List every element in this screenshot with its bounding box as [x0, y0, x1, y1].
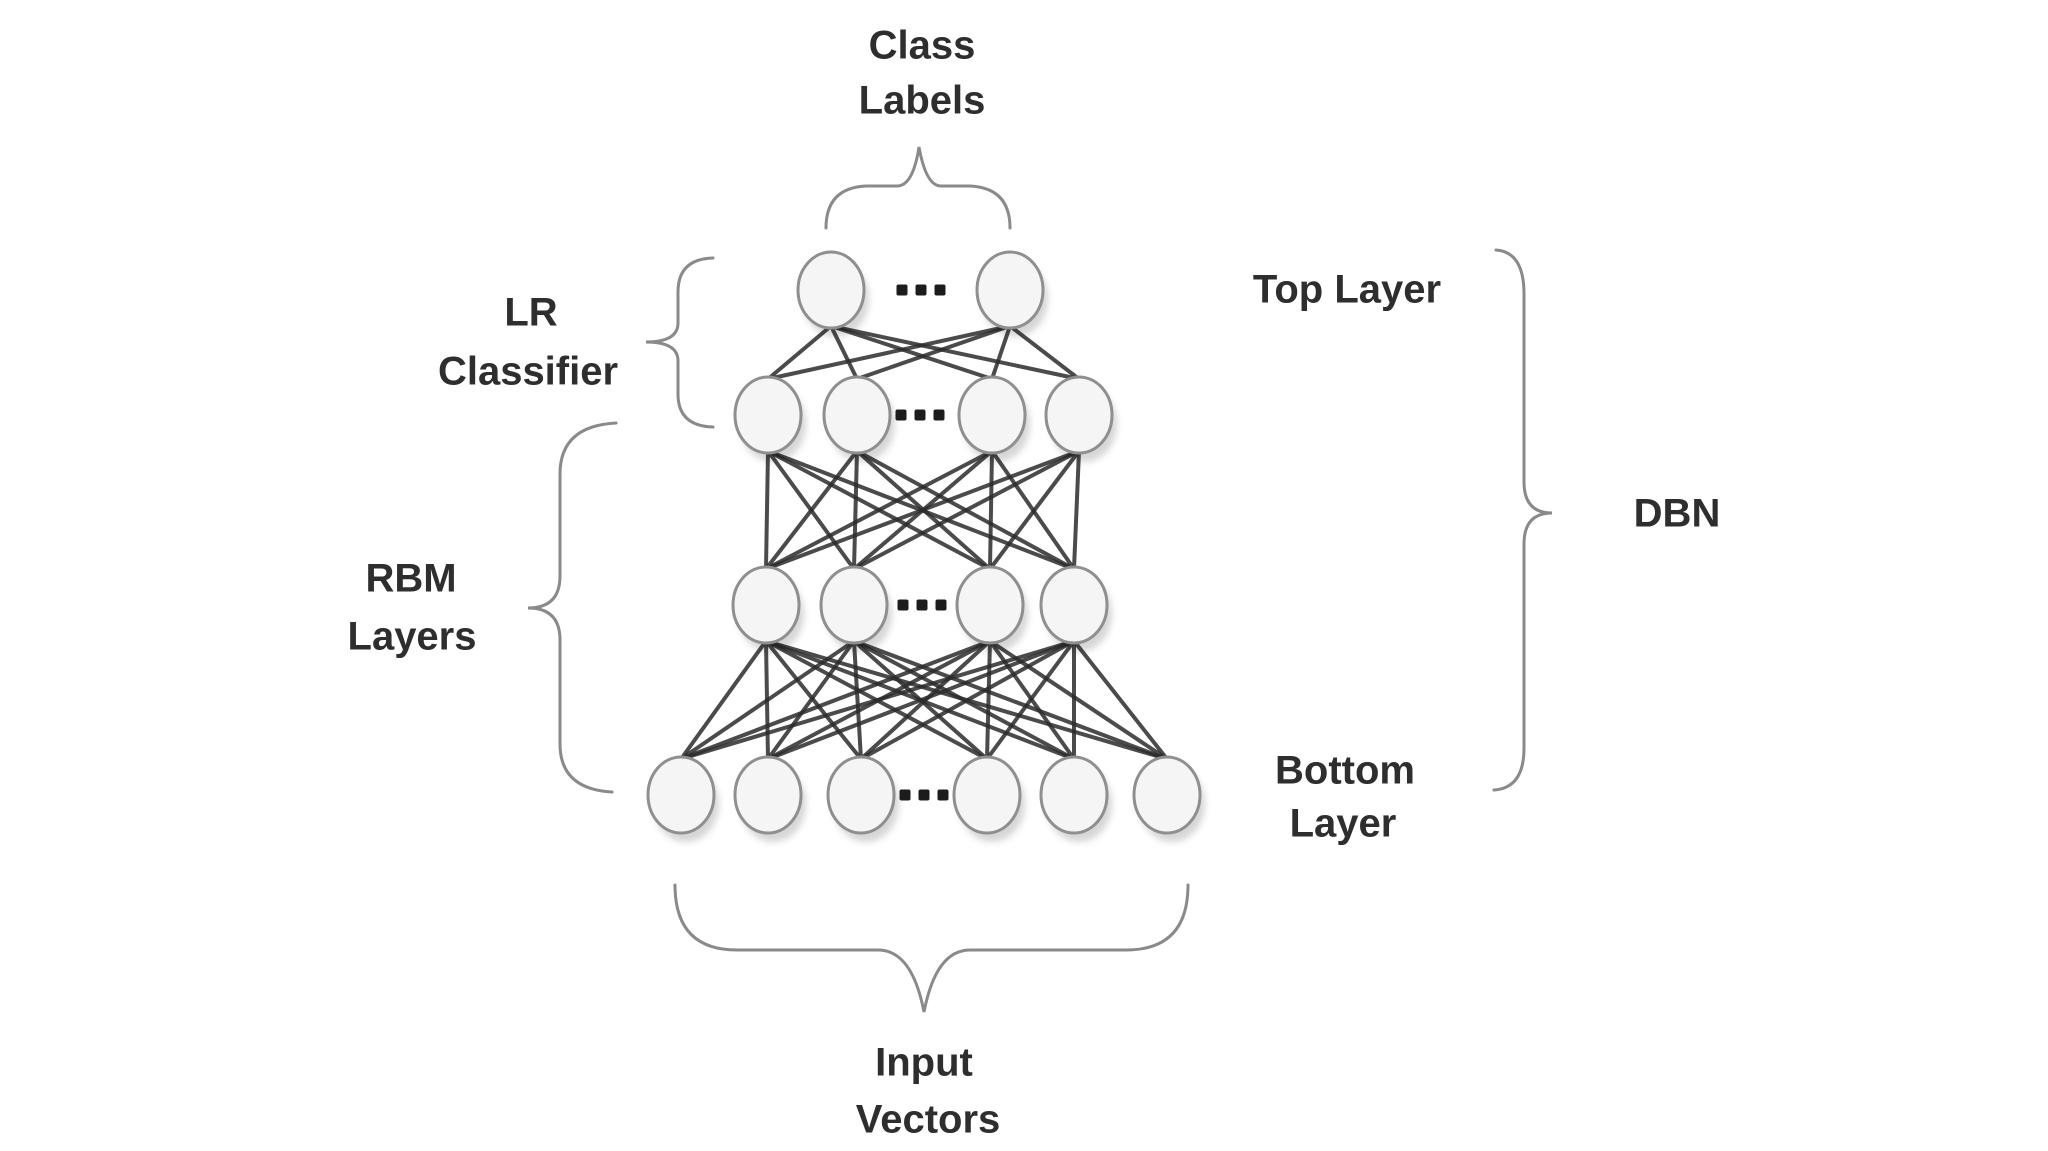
network-node-hidden-layer-upper: [1044, 375, 1114, 455]
edge-top-layer-to-hidden-layer-upper: [829, 324, 1081, 381]
label-dbn: DBN: [1633, 491, 1721, 536]
network-node-bottom-layer: [1132, 755, 1202, 835]
label-rbm: RBM: [365, 556, 457, 601]
label-labels: Labels: [858, 78, 986, 123]
edge-hidden-layer-lower-to-bottom-layer: [679, 639, 768, 761]
rbm-layers-brace: [527, 421, 618, 794]
edge-top-layer-to-hidden-layer-upper: [829, 324, 994, 381]
network-node-hidden-layer-lower: [1039, 565, 1109, 645]
network-edges: [679, 324, 1169, 761]
ellipsis-dot-hidden-layer-upper: [933, 409, 945, 421]
ellipsis-dot-bottom-layer: [899, 789, 911, 801]
edge-top-layer-to-hidden-layer-upper: [766, 324, 1012, 381]
edge-hidden-layer-upper-to-hidden-layer-lower: [764, 449, 1081, 571]
edge-hidden-layer-lower-to-bottom-layer: [679, 639, 1076, 761]
label-classifier: Classifier: [437, 349, 619, 394]
network-node-top-layer: [975, 250, 1045, 330]
dbn-brace: [1492, 248, 1553, 792]
label-lr: LR: [504, 290, 558, 335]
edge-hidden-layer-upper-to-hidden-layer-lower: [852, 449, 859, 571]
edge-hidden-layer-lower-to-bottom-layer: [766, 639, 856, 761]
label-bottom: Bottom: [1275, 748, 1415, 793]
edge-hidden-layer-lower-to-bottom-layer: [985, 639, 1076, 761]
network-node-bottom-layer: [733, 755, 803, 835]
ellipsis-dot-hidden-layer-upper: [914, 409, 926, 421]
ellipsis-dot-hidden-layer-lower: [935, 599, 947, 611]
ellipsis-dots: [895, 284, 949, 801]
edge-hidden-layer-lower-to-bottom-layer: [852, 639, 1169, 761]
label-top-layer: Top Layer: [1252, 267, 1442, 312]
ellipsis-dot-hidden-layer-lower: [916, 599, 928, 611]
network-node-bottom-layer: [952, 755, 1022, 835]
network-node-hidden-layer-upper: [822, 375, 892, 455]
edge-hidden-layer-lower-to-bottom-layer: [1072, 639, 1169, 761]
edge-hidden-layer-upper-to-hidden-layer-lower: [764, 449, 770, 571]
label-input: Input: [875, 1040, 973, 1085]
label-class: Class: [868, 23, 976, 68]
edge-hidden-layer-lower-to-bottom-layer: [764, 639, 863, 761]
edge-top-layer-to-hidden-layer-upper: [855, 324, 1012, 381]
ellipsis-dot-bottom-layer: [918, 789, 930, 801]
ellipsis-dot-hidden-layer-upper: [895, 409, 907, 421]
network-node-bottom-layer: [826, 755, 896, 835]
edge-hidden-layer-lower-to-bottom-layer: [679, 639, 992, 761]
ellipsis-dot-top-layer: [934, 284, 946, 296]
network-node-top-layer: [796, 250, 866, 330]
edge-hidden-layer-upper-to-hidden-layer-lower: [852, 449, 1081, 571]
label-vectors: Vectors: [855, 1097, 1001, 1142]
edge-top-layer-to-hidden-layer-upper: [766, 324, 833, 381]
ellipsis-dot-hidden-layer-lower: [897, 599, 909, 611]
ellipsis-dot-bottom-layer: [937, 789, 949, 801]
edge-hidden-layer-lower-to-bottom-layer: [679, 639, 856, 761]
edge-hidden-layer-lower-to-bottom-layer: [985, 639, 992, 761]
network-node-hidden-layer-lower: [819, 565, 889, 645]
network-node-hidden-layer-lower: [955, 565, 1025, 645]
edge-hidden-layer-upper-to-hidden-layer-lower: [988, 449, 994, 571]
class-labels-brace: [824, 146, 1012, 230]
ellipsis-dot-top-layer: [915, 284, 927, 296]
edge-hidden-layer-lower-to-bottom-layer: [852, 639, 863, 761]
edge-hidden-layer-upper-to-hidden-layer-lower: [764, 449, 859, 571]
ellipsis-dot-top-layer: [896, 284, 908, 296]
label-layers: Layers: [347, 614, 477, 659]
edge-hidden-layer-lower-to-bottom-layer: [766, 639, 1076, 761]
network-node-bottom-layer: [646, 755, 716, 835]
edge-hidden-layer-upper-to-hidden-layer-lower: [988, 449, 1081, 571]
network-nodes: [646, 250, 1202, 835]
network-node-bottom-layer: [1039, 755, 1109, 835]
edge-hidden-layer-lower-to-bottom-layer: [859, 639, 1076, 761]
lr-classifier-brace: [645, 256, 715, 429]
network-node-hidden-layer-upper: [957, 375, 1027, 455]
edge-hidden-layer-upper-to-hidden-layer-lower: [1072, 449, 1081, 571]
input-vectors-brace: [673, 883, 1190, 1013]
braces: [527, 146, 1553, 1013]
label-bottom-layer-2: Layer: [1289, 801, 1397, 846]
edge-hidden-layer-upper-to-hidden-layer-lower: [764, 449, 994, 571]
network-node-hidden-layer-lower: [731, 565, 801, 645]
network-node-hidden-layer-upper: [733, 375, 803, 455]
